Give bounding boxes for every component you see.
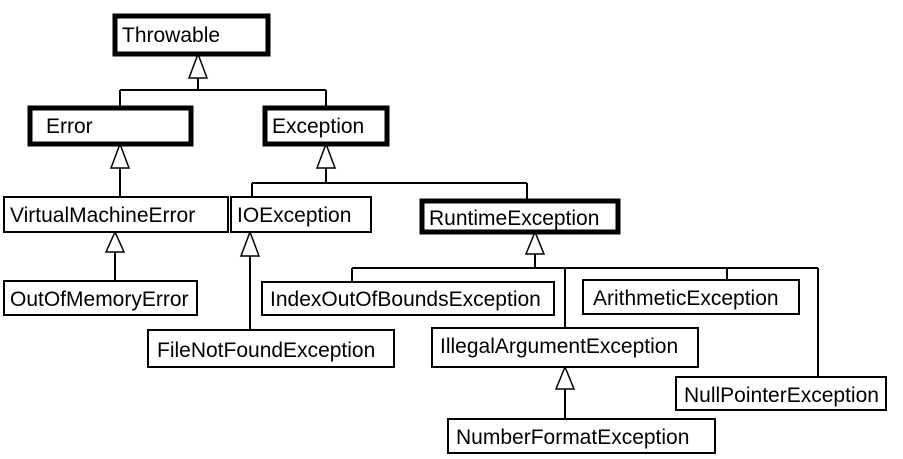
- class-label-illegal-argument-exception: IllegalArgumentException: [440, 335, 678, 358]
- class-box-error: Error: [27, 105, 194, 147]
- class-box-exception: Exception: [262, 105, 390, 147]
- inheritance-arrow-icon: [187, 51, 209, 79]
- inheritance-arrow-icon: [239, 229, 261, 257]
- inheritance-arrow-icon: [554, 365, 576, 390]
- class-box-index-out-of-bounds-exception: IndexOutOfBoundsException: [261, 281, 555, 316]
- class-label-out-of-memory-error: OutOfMemoryError: [10, 288, 189, 311]
- class-label-number-format-exception: NumberFormatException: [456, 426, 689, 449]
- class-label-throwable: Throwable: [122, 24, 220, 47]
- class-label-io-exception: IOException: [237, 204, 351, 227]
- class-box-virtual-machine-error: VirtualMachineError: [3, 196, 229, 233]
- class-label-runtime-exception: RuntimeException: [429, 207, 599, 230]
- inheritance-arrows: [104, 51, 576, 390]
- class-label-virtual-machine-error: VirtualMachineError: [10, 204, 195, 227]
- connector-lines: [114, 78, 819, 419]
- class-boxes: Throwable Error Exception VirtualMachine…: [3, 13, 887, 454]
- class-box-out-of-memory-error: OutOfMemoryError: [3, 280, 198, 316]
- class-label-exception: Exception: [272, 115, 364, 138]
- class-box-file-not-found-exception: FileNotFoundException: [147, 329, 395, 368]
- inheritance-arrow-icon: [104, 230, 126, 253]
- class-box-io-exception: IOException: [230, 196, 372, 233]
- inheritance-arrow-icon: [109, 141, 131, 169]
- class-box-number-format-exception: NumberFormatException: [447, 418, 716, 454]
- class-label-error: Error: [46, 115, 93, 138]
- inheritance-arrow-icon: [315, 141, 337, 169]
- class-box-runtime-exception: RuntimeException: [419, 198, 621, 235]
- class-box-null-pointer-exception: NullPointerException: [675, 376, 887, 411]
- class-label-arithmetic-exception: ArithmeticException: [593, 287, 779, 310]
- class-box-illegal-argument-exception: IllegalArgumentException: [431, 327, 699, 368]
- class-label-null-pointer-exception: NullPointerException: [684, 384, 879, 407]
- inheritance-arrow-icon: [524, 230, 546, 255]
- class-box-throwable: Throwable: [112, 13, 271, 57]
- class-label-index-out-of-bounds-exception: IndexOutOfBoundsException: [270, 288, 541, 311]
- class-label-file-not-found-exception: FileNotFoundException: [157, 339, 375, 362]
- class-box-arithmetic-exception: ArithmeticException: [582, 279, 800, 315]
